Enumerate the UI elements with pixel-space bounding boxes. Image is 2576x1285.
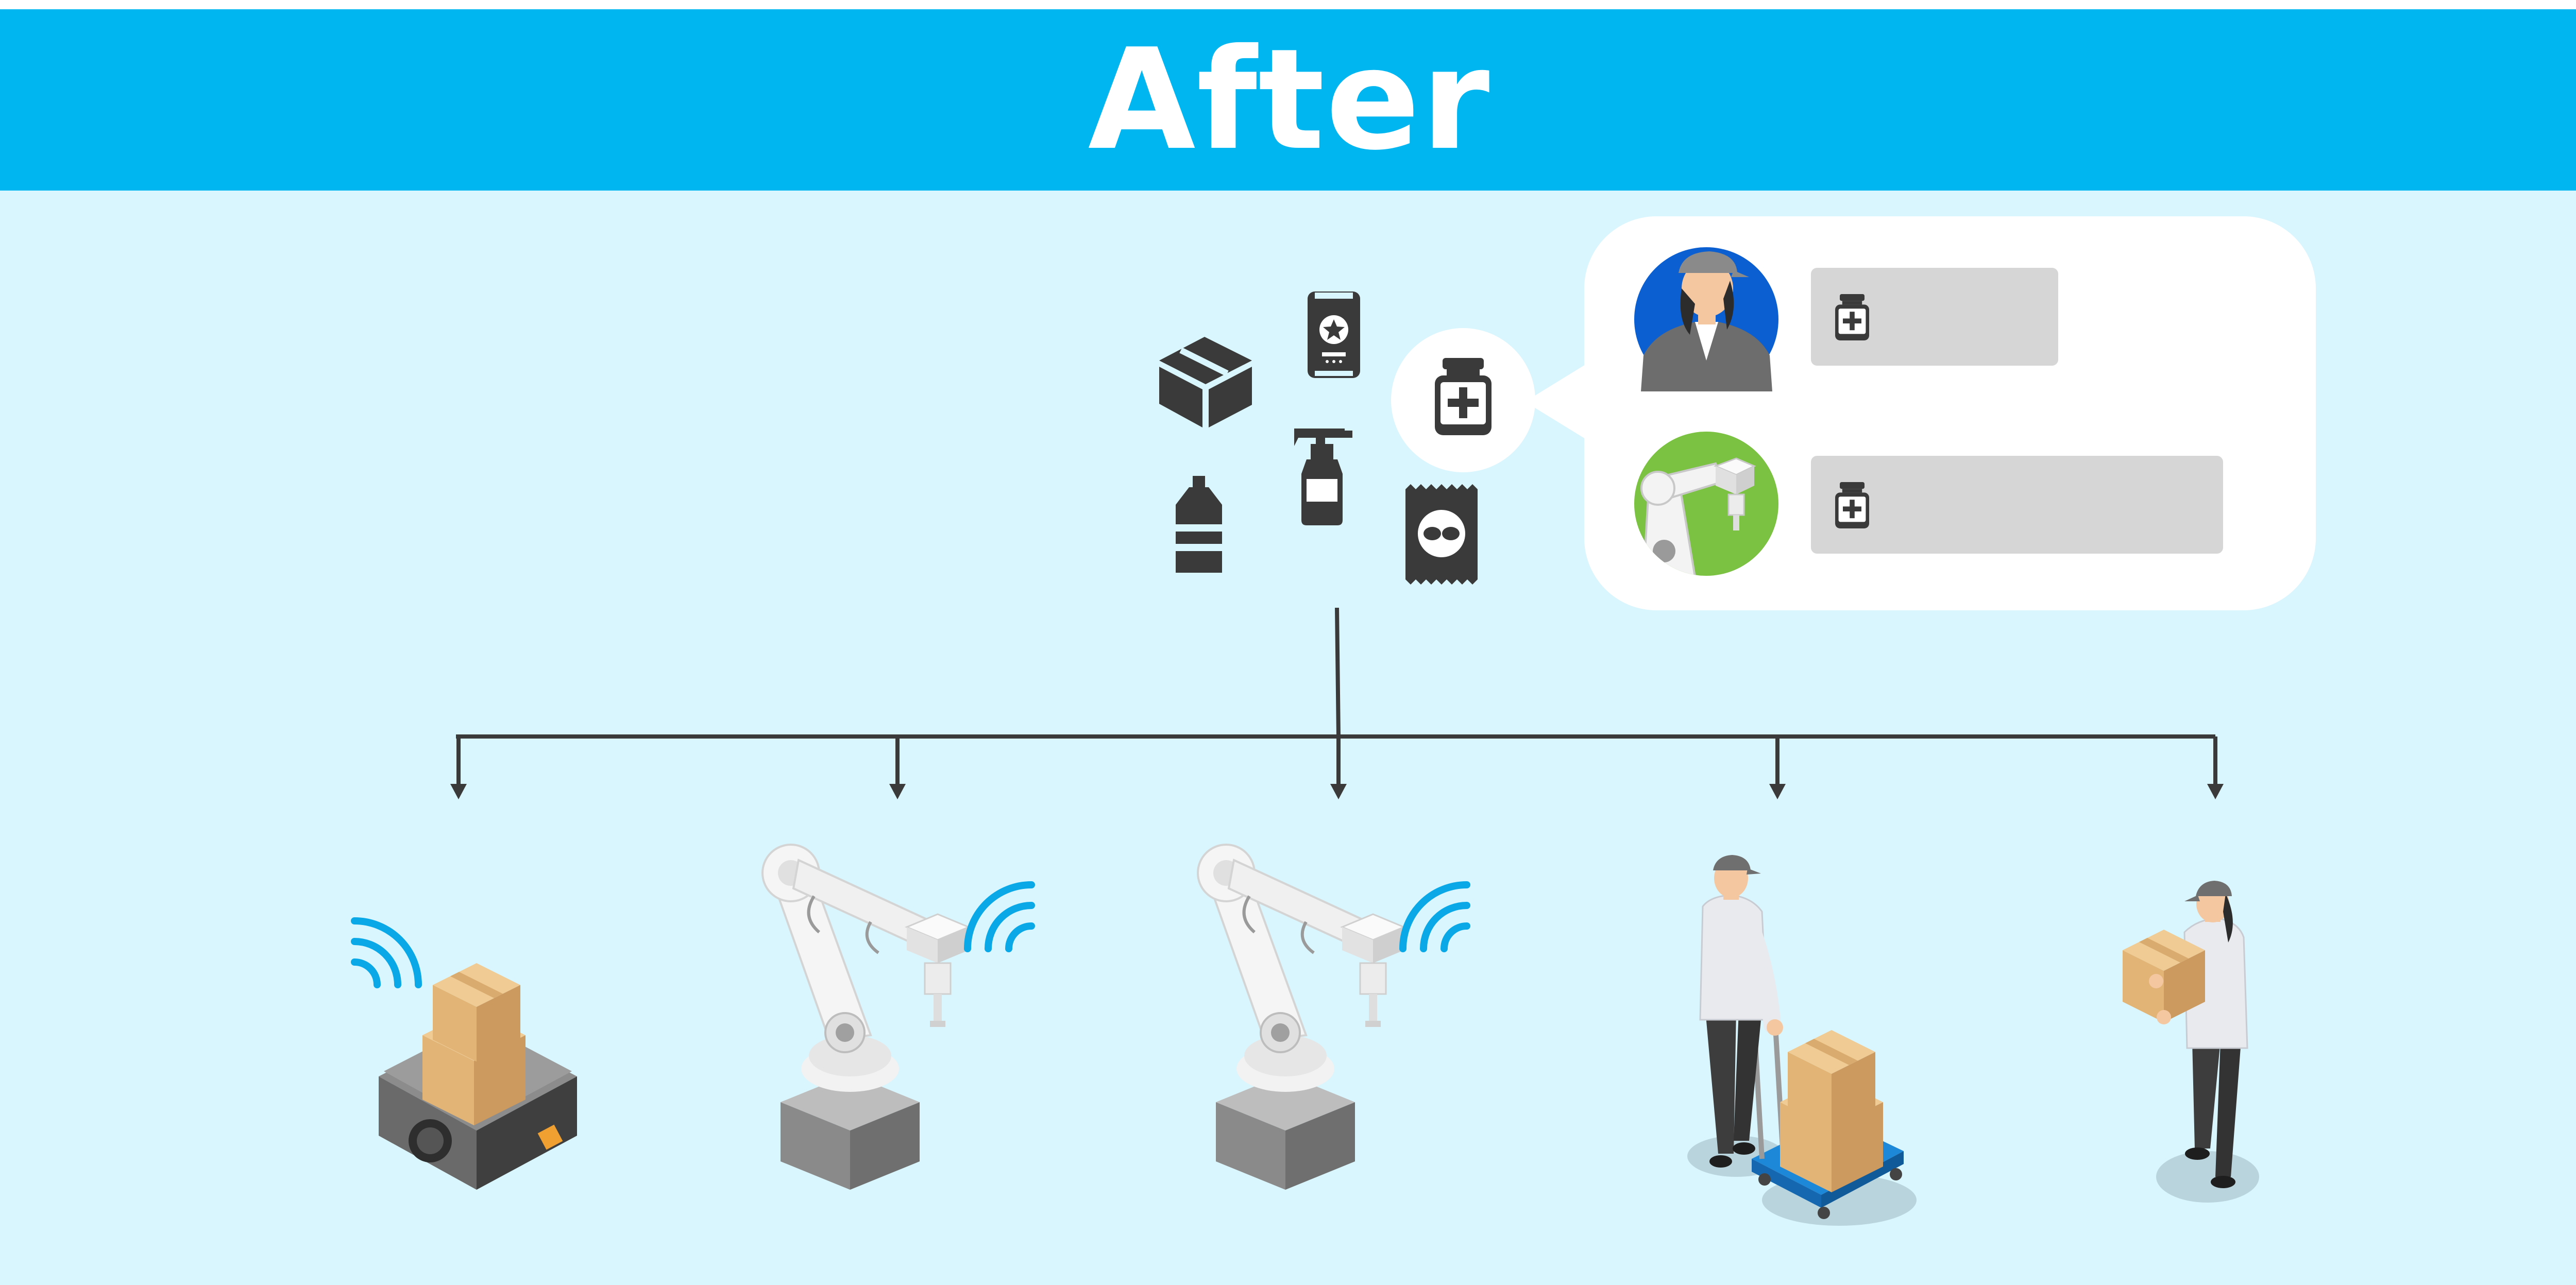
- plastic-bottle-icon: [1176, 476, 1222, 573]
- header-bar: [0, 9, 2576, 191]
- snack-bag-icon: [1405, 484, 1478, 585]
- wifi-signal-icon: [968, 885, 1031, 949]
- arrowheads: [450, 784, 2224, 799]
- arrowhead: [2207, 784, 2224, 799]
- medicine-bottle-highlight: [1391, 328, 1535, 472]
- arrowhead: [1330, 784, 1347, 799]
- trunk-line: [1335, 607, 1341, 737]
- distribution-tree: [456, 607, 2217, 788]
- robot-arm: [762, 845, 969, 1190]
- robot-arm: [1198, 845, 1404, 1190]
- worker-avatar: [1634, 247, 1778, 391]
- worker-with-cart: [1687, 855, 1917, 1226]
- arrowhead: [889, 784, 906, 799]
- spray-bottle-icon: [1294, 429, 1352, 525]
- wifi-signal-icon: [354, 921, 418, 985]
- assignment-bubble: [1525, 216, 2316, 610]
- box-icon: [1158, 337, 1253, 427]
- wifi-signal-icon: [1403, 885, 1467, 949]
- top-strip: [0, 0, 2576, 9]
- arrowhead: [450, 784, 467, 799]
- robot-arm-avatar: [1634, 432, 1778, 576]
- can-icon: [1308, 292, 1360, 378]
- worker-carrying-box: [2123, 881, 2259, 1203]
- arrowhead: [1769, 784, 1786, 799]
- agv-robot: [354, 921, 577, 1190]
- worker-task-bar: [1811, 268, 2058, 366]
- robot-task-bar: [1811, 456, 2223, 554]
- page-title: After: [1088, 19, 1491, 181]
